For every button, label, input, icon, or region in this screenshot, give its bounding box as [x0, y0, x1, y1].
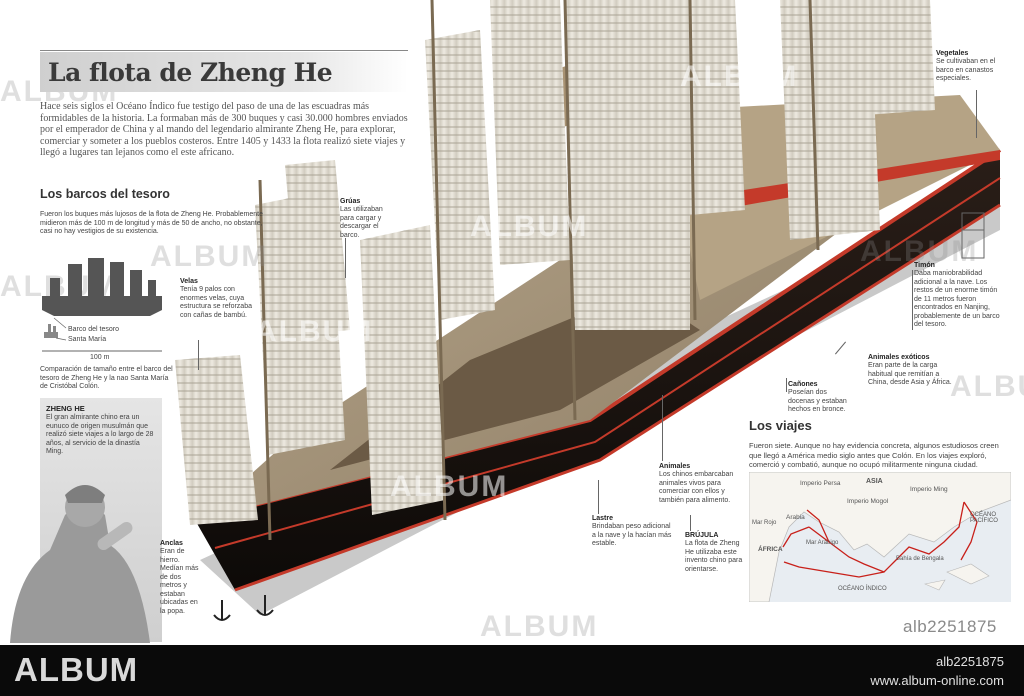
- callout-vegetales-title: Vegetales: [936, 50, 969, 57]
- callout-velas-title: Velas: [180, 278, 198, 285]
- title-band: [40, 52, 408, 92]
- callout-anclas-text: Eran de hierro. Medían más de dos metros…: [160, 548, 199, 615]
- comparison-caption: Comparación de tamaño entre el barco del…: [40, 366, 173, 390]
- page-title: La flota de Zheng He: [48, 58, 333, 87]
- callout-canones-title: Cañones: [788, 381, 818, 388]
- rudder-icon: [961, 212, 985, 259]
- map-label: Imperio Mogol: [847, 498, 889, 505]
- map-label: Bahía de Bengala: [896, 556, 944, 562]
- footer-url[interactable]: www.album-online.com: [870, 673, 1004, 688]
- treasure-text: Fueron los buques más lujosos de la flot…: [40, 211, 263, 235]
- callout-lastre-title: Lastre: [592, 515, 614, 522]
- callout-brujula-title: BRÚJULA: [685, 532, 719, 539]
- map-label: Imperio Ming: [910, 486, 948, 493]
- callout-canones-text: Poseían dos docenas y estaban hechos en …: [788, 389, 847, 413]
- ship-illustration: [175, 0, 1002, 621]
- voyages-heading: Los viajes: [749, 418, 812, 433]
- callout-timon-title: Timón: [914, 262, 935, 269]
- map-label: OCÉANO PACÍFICO: [970, 512, 998, 524]
- label-santa-maria: Santa María: [68, 336, 107, 343]
- intro-text: Hace seis siglos el Océano Índico fue te…: [40, 101, 408, 159]
- voyages-text: Fueron siete. Aunque no hay evidencia co…: [749, 441, 999, 470]
- callout-gruas-text: Las utilizaban para cargar y descargar e…: [340, 206, 383, 239]
- scale-label: 100 m: [90, 354, 110, 361]
- voyages-map: [749, 472, 1011, 602]
- callout-vegetales-text: Se cultivaban en el barco en canastos es…: [936, 58, 996, 82]
- treasure-heading: Los barcos del tesoro: [40, 187, 170, 201]
- footer-image-id: alb2251875: [936, 654, 1004, 669]
- zheng-he-name: ZHENG HE: [46, 404, 85, 413]
- voyage-routes: [782, 501, 978, 578]
- callout-exoticos-title: Animales exóticos: [868, 354, 930, 361]
- footer-bar: ALBUM alb2251875 www.album-online.com: [0, 645, 1024, 696]
- callout-timon-text: Daba maniobrabilidad adicional a la nave…: [914, 270, 1000, 328]
- map-label: Mar Rojo: [752, 520, 777, 526]
- map-label: OCÉANO ÍNDICO: [838, 586, 887, 592]
- callout-brujula-text: La flota de Zheng He utilizaba este inve…: [685, 540, 743, 573]
- callout-animales-text: Los chinos embarcaban animales vivos par…: [659, 471, 734, 504]
- map-label: Imperio Persa: [800, 480, 841, 487]
- label-treasure-ship: Barco del tesoro: [68, 326, 119, 333]
- callout-velas-text: Tenía 9 palos con enormes velas, cuya es…: [180, 286, 252, 319]
- zheng-he-statue: [10, 485, 150, 643]
- map-label: Arabia: [786, 514, 805, 521]
- anchors: [213, 595, 274, 621]
- infographic: ALBUM ALBUM ALBUM ALBUM ALBUM ALBUM ALBU…: [0, 0, 1024, 645]
- album-logo: ALBUM: [14, 651, 139, 688]
- callout-anclas-title: Anclas: [160, 540, 183, 547]
- size-comparison-diagram: [42, 258, 162, 352]
- zheng-he-text: El gran almirante chino era un eunuco de…: [46, 414, 154, 455]
- callout-lastre-text: Brindaban peso adicional a la nave y la …: [592, 523, 672, 547]
- image-id-stamp: alb2251875: [903, 617, 997, 636]
- sails: [175, 0, 935, 541]
- callout-exoticos-text: Eran parte de la carga habitual que remi…: [868, 362, 952, 386]
- map-label: Mar Arábigo: [806, 540, 839, 546]
- map-label: ASIA: [866, 478, 883, 485]
- callout-gruas-title: Grúas: [340, 198, 361, 205]
- callout-animales-title: Animales: [659, 463, 691, 470]
- map-label: ÁFRICA: [758, 546, 783, 553]
